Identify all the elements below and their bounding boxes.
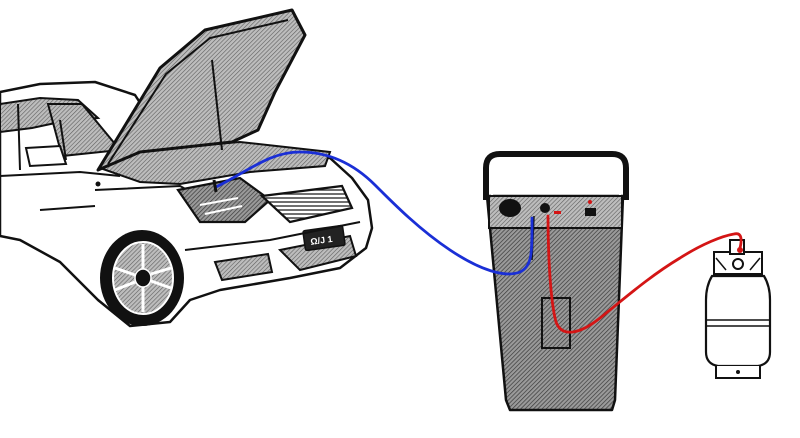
license-plate-text: Ω/J 1: [310, 234, 333, 247]
car-pillar: [17, 103, 67, 171]
car-bumper-intake: [213, 252, 274, 282]
refrigerant-recovery-machine-icon: [483, 151, 629, 412]
blue-hose-connector: [212, 179, 218, 193]
cylinder-body: [704, 274, 772, 368]
blue-hose: [214, 150, 534, 276]
car-side-dot: [95, 181, 101, 187]
machine-indicator-b: [588, 200, 592, 204]
car-hood: [96, 8, 307, 172]
cylinder-valve-knob: [732, 258, 744, 270]
red-hose: [546, 214, 743, 334]
car-grille: [259, 184, 354, 224]
machine-handle-inner: [491, 159, 621, 196]
machine-front-window: [541, 297, 571, 349]
red-hose-connector: [737, 247, 743, 253]
car-bumper-line: [184, 221, 361, 251]
car-mirror-icon: [24, 144, 68, 168]
car-open-hood-icon: Ω/J 1: [0, 8, 374, 328]
machine-switch-icon: [585, 208, 596, 216]
cylinder-foot-hole: [736, 370, 740, 374]
cylinder-guard-detail: [715, 257, 761, 271]
machine-port-icon: [540, 203, 550, 213]
car-hood-stay: [211, 59, 223, 151]
machine-indicator-a: [554, 211, 561, 214]
car-wheel-icon: [100, 230, 184, 326]
cylinder-band: [706, 319, 770, 327]
machine-gauge-icon: [499, 199, 521, 217]
car-hood-rim: [107, 19, 289, 165]
car-door-line: [0, 170, 121, 211]
machine-handle: [483, 151, 629, 200]
headlight-detail: [199, 197, 243, 215]
gas-cylinder-icon: [704, 239, 772, 379]
hoses: [212, 150, 743, 334]
